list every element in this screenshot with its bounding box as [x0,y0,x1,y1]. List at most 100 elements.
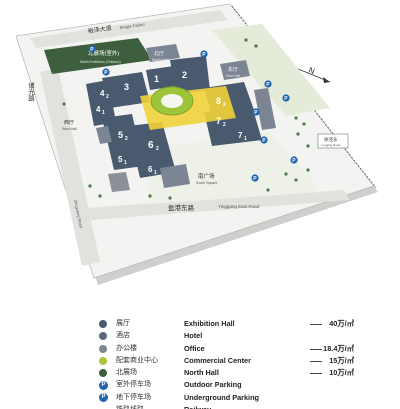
legend-swatch-icon [99,369,107,378]
legend-label-zh: 酒店 [116,332,130,340]
south-square-en: South Square [196,181,217,185]
legend-label-zh: 配套商业中心 [116,356,158,364]
hall-1-block [146,66,176,90]
hall-7-2-label: 7 [216,116,221,126]
hall-6-1-label: 6 [148,165,153,174]
hall-6-2-sub: 2 [156,146,159,152]
north-exhibition-zh: 北展场(室外) [88,49,119,57]
legend-label-en: Outdoor Parking [184,380,242,390]
parking-p4: P [282,94,290,102]
west-hall-block [96,126,112,144]
hall-7-1-label: 7 [238,131,243,140]
east-hall-block [220,60,250,80]
svg-text:P: P [90,47,94,53]
legend-row: 铁路线路 Railway [96,404,396,409]
station-zh: 徐泾东 [324,136,338,143]
svg-text:P: P [104,70,108,76]
parking-p2: P [200,50,208,58]
parking-markers: P P P P P P P P P [88,45,298,182]
road-left-zh: 诸光路 [27,81,35,103]
bottom-road [86,190,350,220]
legend-label-zh: 铁路线路 [116,404,144,409]
hall-numbers: 1 2 3 4 2 4 1 5 2 5 1 6 2 6 1 7 2 7 1 8 … [96,70,247,176]
legend-row: 配套商业中心 Commercial Center 15万/㎡ [96,355,396,367]
east-hall-zh: 东厅 [228,66,238,73]
north-hall-block [146,44,180,62]
south-square-zh: 南广场 [198,172,215,180]
parking-icon: P [99,380,108,390]
hall-6-1-sub: 1 [154,170,157,176]
hall-8-2-sub: 2 [223,102,226,108]
legend-value: 18.4万/㎡ [323,343,354,353]
trees [62,38,310,200]
lawn-top-right [212,24,330,116]
hall-3-block [102,72,150,108]
commercial-center-core [161,94,183,108]
road-bottom-zh: 盈港东路 [168,203,195,212]
hall-5-2-sub: 2 [125,136,128,142]
svg-text:P: P [284,96,288,102]
north-arrow-head [323,77,330,83]
legend-label-en: Underground Parking [184,392,259,402]
north-hall-zh: 北厅 [154,50,164,57]
svg-text:P: P [254,110,258,116]
parking-p8: P [251,174,259,182]
hall-3-label: 3 [124,82,129,92]
parking-p6: P [260,136,268,144]
legend-label-zh: 北展场 [116,369,137,377]
west-hall-en: West Hall [62,127,77,131]
legend-row: 办公楼 Office 18.4万/㎡ [96,343,396,355]
legend-row: 北展场 North Hall 10万/㎡ [96,367,396,379]
hall-6-2-label: 6 [148,140,154,151]
north-exhibition-area [44,38,152,74]
legend-swatch-icon [99,356,107,365]
hall-2-block [170,56,210,94]
legend-value: 15万/㎡ [329,355,354,365]
right-office-block [254,88,276,130]
legend-row: 酒店 Hotel [96,330,396,342]
hall-4-block [86,80,116,126]
south-office-block [160,164,190,188]
hall-5-1-sub: 1 [124,160,127,166]
legend-row: P 地下停车场 Underground Parking [96,392,396,404]
legend-label-en: Commercial Center [184,355,251,365]
hall-5-block [102,114,144,170]
hall-4-2-sub: 2 [106,94,109,100]
legend-value: 10万/㎡ [329,368,354,378]
legend-label-zh: 办公楼 [116,344,137,352]
road-bottom-en: Yinggang East Road [218,204,260,209]
svg-text:P: P [202,52,206,58]
hall-7-1-sub: 1 [244,136,247,142]
road-left-en: Zhuguang Road [73,199,84,228]
legend-label-zh: 地下停车场 [116,393,151,401]
parking-icon: P [99,393,108,403]
hall-7-2-sub: 2 [223,122,226,128]
west-hall-zh: 西厅 [64,120,74,126]
parking-p7: P [290,156,298,164]
north-label: N [307,66,316,77]
north-hall-en: North Hall [152,58,168,62]
legend-label-en: Hotel [184,331,203,341]
legend-swatch-icon [99,332,107,341]
hall-5-1-label: 5 [118,155,123,164]
site-map: 裕泽大道 Bingjie Dadao 诸光路 Zhuguang Road 盈港东… [15,3,378,285]
legend-label-en: Railway [184,404,211,409]
hall-1-label: 1 [154,74,159,84]
hall-4-2-label: 4 [100,89,105,98]
lawn-bottom [140,132,322,204]
hall-4-1-label: 4 [96,105,101,114]
legend-label-en: North Hall [184,368,219,378]
svg-text:P: P [262,138,266,144]
legend-value: 40万/㎡ [329,319,354,328]
left-round-building [108,172,130,192]
station-en: Longjing Road [321,143,341,147]
legend-label-en: Office [184,343,205,353]
station-box [317,133,349,149]
svg-text:P: P [292,158,296,164]
legend-swatch-icon [99,320,107,328]
hall-4-1-sub: 1 [102,110,105,116]
parking-p3: P [264,80,272,88]
